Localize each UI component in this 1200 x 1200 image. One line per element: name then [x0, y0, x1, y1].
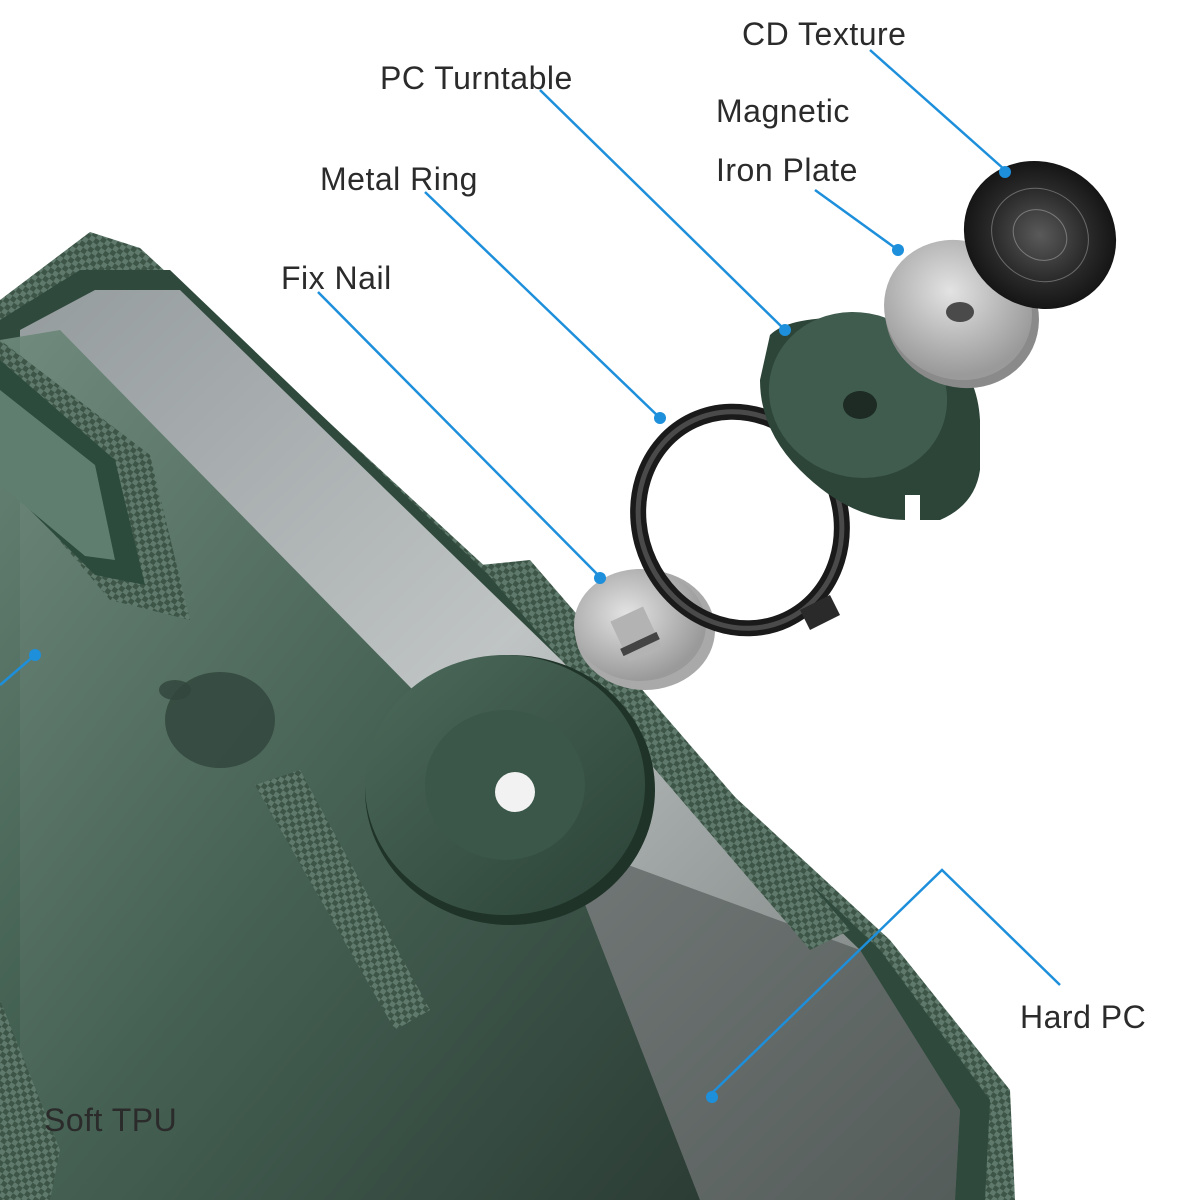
ring-holder-on-case — [365, 655, 655, 925]
label-metal-ring: Metal Ring — [320, 161, 478, 197]
callout-cd-texture — [869, 49, 1006, 171]
callout-lines — [0, 49, 1061, 1096]
label-hard-pc: Hard PC — [1020, 999, 1147, 1035]
apple-logo-icon — [159, 672, 275, 768]
label-magnetic: Magnetic — [716, 93, 850, 129]
callout-dots — [29, 166, 1011, 1103]
callout-pc-turntable — [539, 89, 786, 331]
label-cd-texture: CD Texture — [742, 16, 907, 52]
callout-hard-pc — [709, 868, 1061, 1096]
camera-module — [0, 340, 190, 620]
label-soft-tpu: Soft TPU — [44, 1102, 178, 1138]
callout-metal-ring — [424, 191, 661, 419]
label-pc-turntable: PC Turntable — [380, 60, 573, 96]
callout-fix-nail — [317, 291, 601, 578]
phone-case — [0, 232, 1015, 1200]
cd-texture-part — [963, 160, 1117, 310]
callout-magnetic-plate — [814, 188, 899, 252]
label-iron-plate: Iron Plate — [716, 152, 858, 188]
label-fix-nail: Fix Nail — [281, 260, 392, 296]
callout-soft-tpu — [0, 654, 36, 686]
fix-nail-part — [574, 569, 715, 690]
